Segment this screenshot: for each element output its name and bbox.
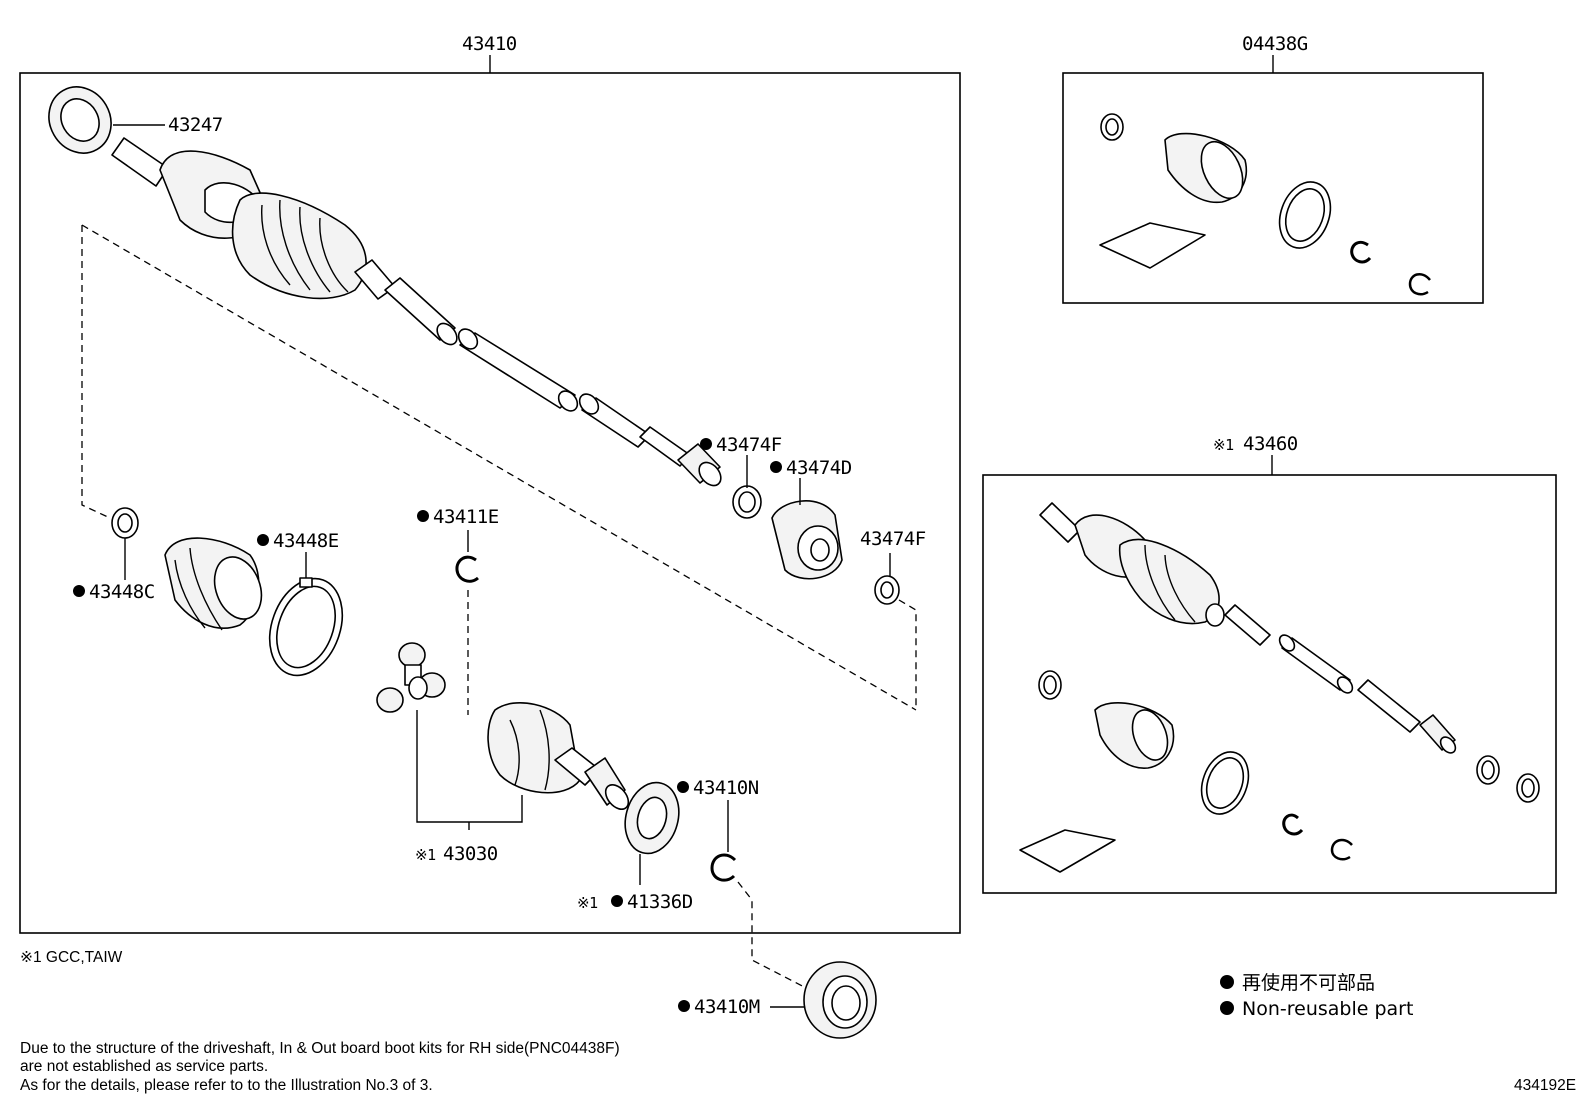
outboard-joint xyxy=(111,137,367,300)
label-41336D: 41336D xyxy=(627,891,693,913)
label-43474F-a: 43474F xyxy=(716,434,782,456)
label-43410N: 43410N xyxy=(693,777,759,799)
legend-dot-icon xyxy=(1220,975,1234,989)
label-04438G: 04438G xyxy=(1242,33,1308,55)
legend-dot-icon-2 xyxy=(1220,1001,1234,1015)
damper-43474D xyxy=(771,500,843,580)
label-43410M: 43410M xyxy=(694,996,760,1018)
driveshaft-assy-43460 xyxy=(1019,502,1540,873)
dot-43474F-a xyxy=(700,438,712,450)
label-43448C: 43448C xyxy=(89,581,155,603)
label-43474D: 43474D xyxy=(786,457,852,479)
illustration-number: 434192E xyxy=(1514,1077,1576,1094)
dot-41336D xyxy=(611,895,623,907)
dot-43411E xyxy=(417,510,429,522)
dot-43474D xyxy=(770,461,782,473)
clamp-43474F-b xyxy=(874,575,900,605)
band-43448E xyxy=(268,577,344,677)
label-43410: 43410 xyxy=(462,33,517,55)
axle-shaft xyxy=(354,259,722,487)
dot-43410M xyxy=(678,1000,690,1012)
note-line-2: are not established as service parts. xyxy=(20,1058,268,1075)
frame-43460 xyxy=(982,474,1557,894)
tripod-joint xyxy=(376,642,446,713)
inboard-boot xyxy=(164,537,263,631)
dot-43448E xyxy=(257,534,269,546)
dot-43448C xyxy=(73,585,85,597)
frame-04438G xyxy=(1062,72,1484,304)
dot-43410N xyxy=(677,781,689,793)
label-43030-prefix: ※1 xyxy=(415,846,436,864)
clamp-43448C xyxy=(111,507,139,539)
boot-kit-04438G xyxy=(1099,113,1431,296)
oil-seal-41336D xyxy=(624,781,680,855)
label-43247: 43247 xyxy=(168,114,223,136)
clamp-43474F-a xyxy=(732,485,762,519)
bearing-43410M xyxy=(803,961,877,1039)
label-43448E: 43448E xyxy=(273,530,339,552)
footnote-gcc-taiw: ※1 GCC,TAIW xyxy=(20,949,123,966)
outer-race-43030 xyxy=(487,702,630,810)
label-43411E: 43411E xyxy=(433,506,499,528)
label-43474F-b: 43474F xyxy=(860,528,926,550)
dust-seal-43247 xyxy=(48,86,112,154)
legend: 再使用不可部品 Non-reusable part xyxy=(1220,972,1413,1020)
label-41336D-prefix: ※1 xyxy=(577,894,598,912)
legend-en: Non-reusable part xyxy=(1242,998,1413,1020)
note-line-1: Due to the structure of the driveshaft, … xyxy=(20,1040,620,1057)
legend-jp: 再使用不可部品 xyxy=(1242,972,1375,994)
label-43030: 43030 xyxy=(443,843,498,865)
label-43460-prefix: ※1 xyxy=(1213,436,1234,454)
label-43460: 43460 xyxy=(1243,433,1298,455)
note-line-3: As for the details, please refer to to t… xyxy=(20,1077,433,1094)
